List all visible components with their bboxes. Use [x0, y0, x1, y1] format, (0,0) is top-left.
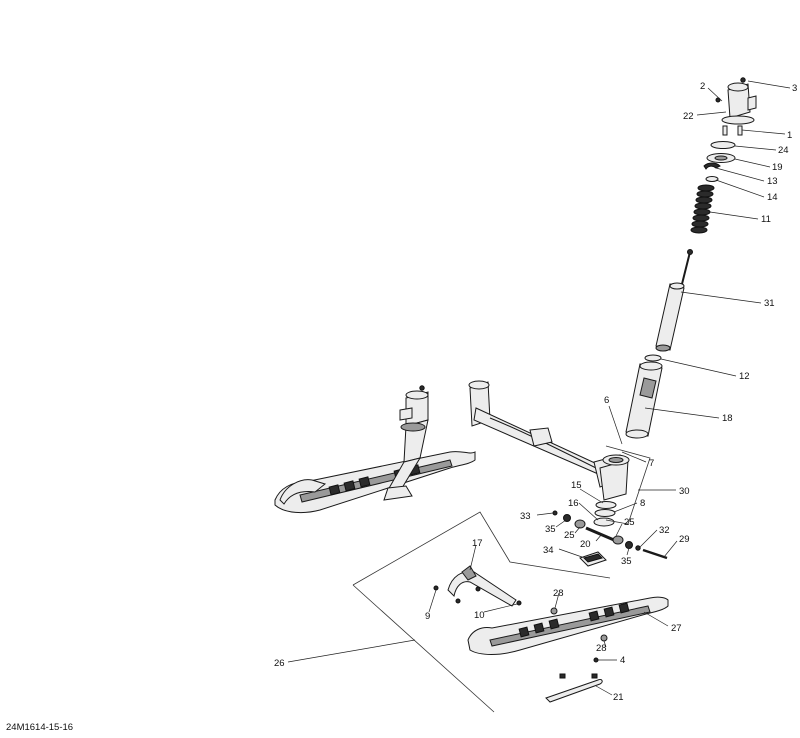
callout-3: 3 — [792, 83, 797, 94]
callout-18: 18 — [722, 413, 733, 424]
callout-labels: 3 2 22 1 24 19 13 14 11 31 12 18 6 7 15 … — [274, 81, 797, 703]
callout-10: 10 — [474, 610, 485, 621]
callout-20: 20 — [580, 539, 591, 550]
callout-35: 35 — [545, 524, 556, 535]
callout-34: 34 — [543, 545, 554, 556]
callout-16: 16 — [568, 498, 579, 509]
callout-1: 1 — [787, 130, 792, 141]
callout-12: 12 — [739, 371, 750, 382]
callout-30: 30 — [679, 486, 690, 497]
callout-11: 11 — [761, 214, 771, 225]
callout-25b: 25 — [624, 517, 635, 528]
callout-24: 24 — [778, 145, 789, 156]
callout-28b: 28 — [596, 643, 607, 654]
callout-2: 2 — [700, 81, 705, 92]
callout-14: 14 — [767, 192, 778, 203]
hardware — [552, 501, 668, 567]
group-lines — [352, 445, 651, 713]
callout-27: 27 — [671, 623, 682, 634]
callout-21: 21 — [613, 692, 624, 703]
callout-4: 4 — [620, 655, 625, 666]
callout-28: 28 — [553, 588, 564, 599]
callout-31: 31 — [764, 298, 775, 309]
drawing-reference-number: 24M1614-15-16 — [6, 722, 74, 733]
leader-lines — [287, 80, 791, 696]
callout-33: 33 — [520, 511, 531, 522]
callout-8: 8 — [640, 498, 645, 509]
callout-15: 15 — [571, 480, 582, 491]
callout-7: 7 — [649, 458, 654, 469]
callout-9: 9 — [425, 611, 430, 622]
callout-22: 22 — [683, 111, 694, 122]
callout-19: 19 — [772, 162, 783, 173]
callout-13: 13 — [767, 176, 778, 187]
callout-17: 17 — [472, 538, 483, 549]
callout-32: 32 — [659, 525, 670, 536]
callout-35b: 35 — [621, 556, 632, 567]
assembled-ski-left — [274, 385, 476, 514]
callout-26: 26 — [274, 658, 285, 669]
callout-6: 6 — [604, 395, 609, 406]
suspension-arm — [468, 380, 630, 501]
exploded-ski — [433, 565, 669, 703]
callout-29: 29 — [679, 534, 690, 545]
shock-stack — [625, 77, 757, 439]
callout-25: 25 — [564, 530, 575, 541]
